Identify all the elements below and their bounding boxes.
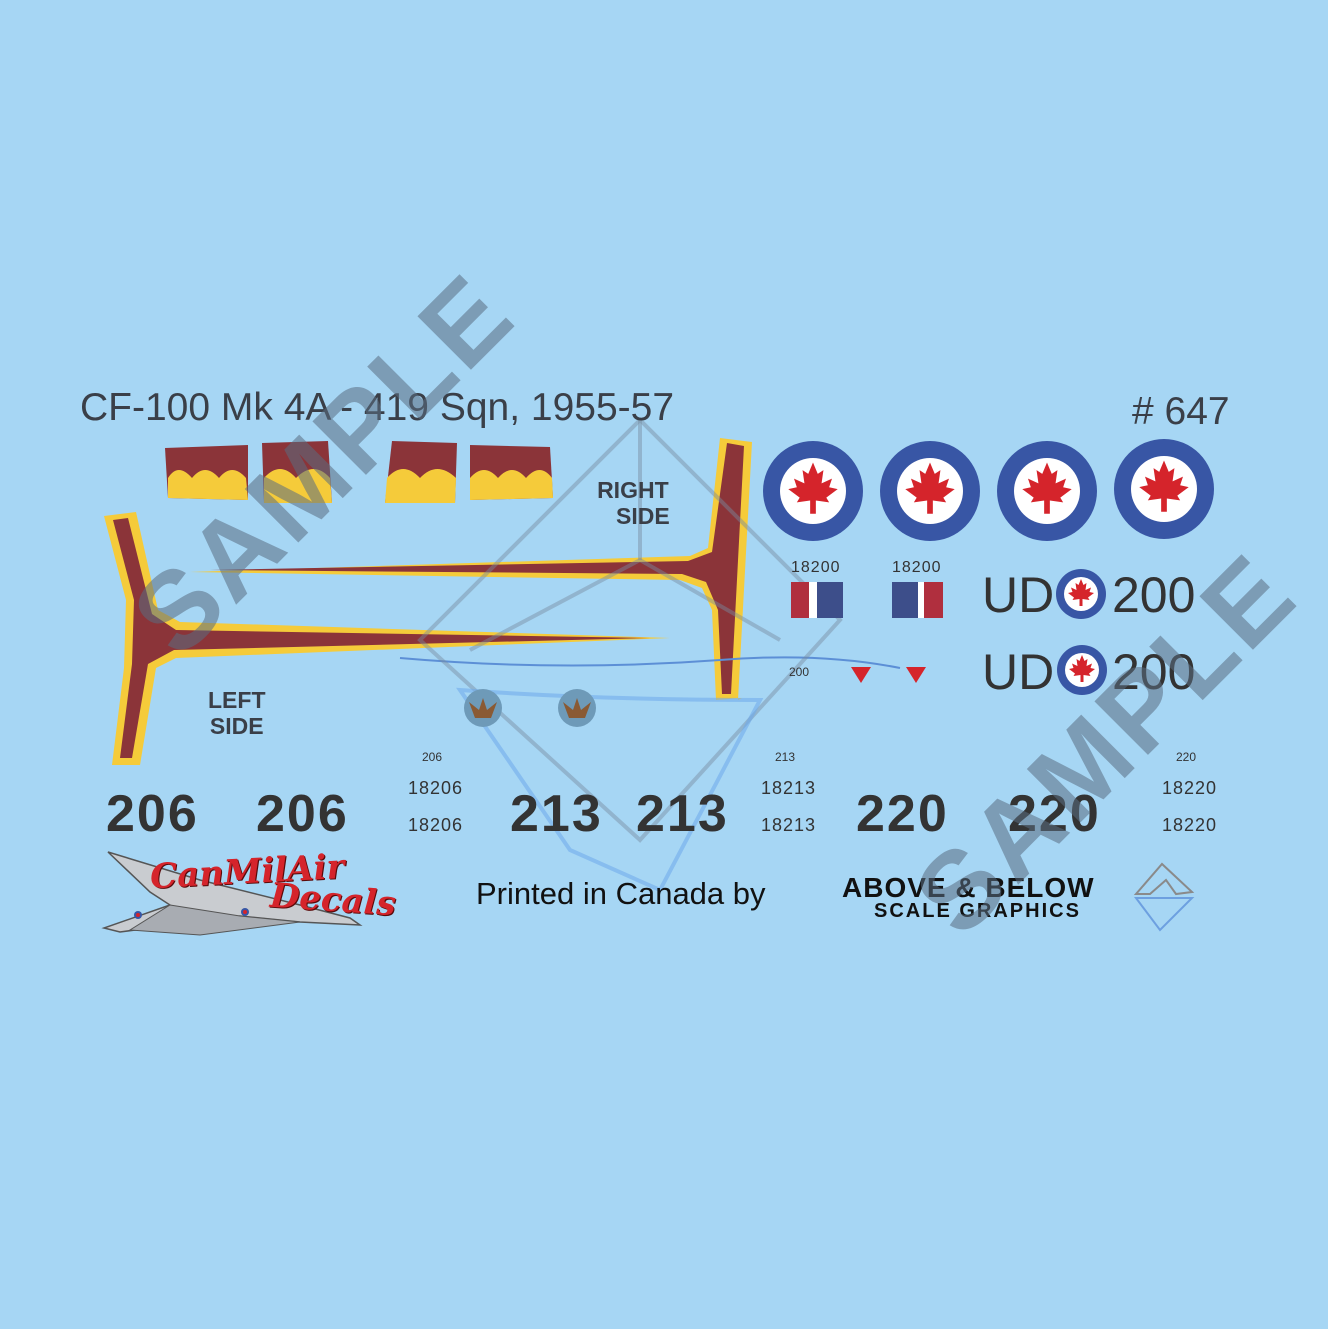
small-200: 200 (789, 665, 810, 679)
aircraft-icon (101, 851, 363, 936)
code-roundel-icon (1057, 645, 1107, 695)
large-number-206-a: 206 (106, 785, 199, 843)
code-number-1: 200 (1112, 567, 1196, 623)
above-below-logo-main: ABOVE & BELOW (842, 872, 1095, 903)
code-prefix-1: UD (982, 567, 1055, 623)
roundel-icon (880, 441, 980, 541)
fin-flash-2 (892, 582, 943, 618)
code-prefix-2: UD (982, 644, 1055, 700)
rudder-panel-1 (165, 445, 248, 500)
sheet-title: CF-100 Mk 4A - 419 Sqn, 1955-57 (80, 386, 675, 429)
serial-18213-b: 18213 (761, 815, 817, 835)
squadron-badge-icon (558, 689, 596, 727)
large-number-206-b: 206 (256, 785, 349, 843)
serial-18206-a: 18206 (408, 778, 464, 798)
roundel-icon (997, 441, 1097, 541)
large-number-213-a: 213 (510, 785, 603, 843)
sheet-number: # 647 (1132, 390, 1230, 433)
watermark-reflection-icon (455, 687, 764, 893)
right-side-stripe (190, 438, 752, 700)
triangle-badge-icon (906, 667, 926, 683)
left-side-label-line2: SIDE (209, 713, 264, 739)
squadron-badge-icon (464, 689, 502, 727)
triangle-badge-icon (851, 667, 871, 683)
above-below-logo-sub: SCALE GRAPHICS (874, 900, 1081, 922)
rudder-panel-2 (262, 441, 332, 503)
right-side-label: RIGHT SIDE (596, 477, 670, 529)
tiny-number-220: 220 (1176, 750, 1197, 764)
large-number-213-b: 213 (636, 785, 729, 843)
rudder-panel-4 (470, 445, 553, 500)
tiny-number-213: 213 (775, 750, 796, 764)
left-side-label: LEFT SIDE (208, 687, 266, 739)
rudder-panel-3 (385, 441, 457, 503)
serial-18220-a: 18220 (1162, 778, 1218, 798)
left-side-stripe (104, 512, 670, 765)
leading-edge-line (399, 656, 901, 669)
printed-by-text: Printed in Canada by (476, 876, 766, 911)
tiny-number-206: 206 (422, 750, 443, 764)
flag-serial-1: 18200 (791, 559, 841, 576)
large-number-220-a: 220 (856, 785, 949, 843)
serial-18206-b: 18206 (408, 815, 464, 835)
watermark-diamond-icon (417, 417, 843, 843)
fin-flash-1 (791, 582, 843, 618)
code-number-2: 200 (1112, 644, 1196, 700)
serial-18213-a: 18213 (761, 778, 817, 798)
code-roundel-icon (1056, 569, 1106, 619)
roundel-icon (763, 441, 863, 541)
flag-serial-2: 18200 (892, 559, 942, 576)
serial-18220-b: 18220 (1162, 815, 1218, 835)
left-side-label-line1: LEFT (208, 687, 266, 713)
large-number-220-b: 220 (1008, 785, 1101, 843)
diamond-logo-icon (1133, 862, 1195, 932)
right-side-label-line2: SIDE (616, 503, 670, 529)
right-side-label-line1: RIGHT (597, 477, 669, 503)
roundel-icon (1114, 439, 1214, 539)
